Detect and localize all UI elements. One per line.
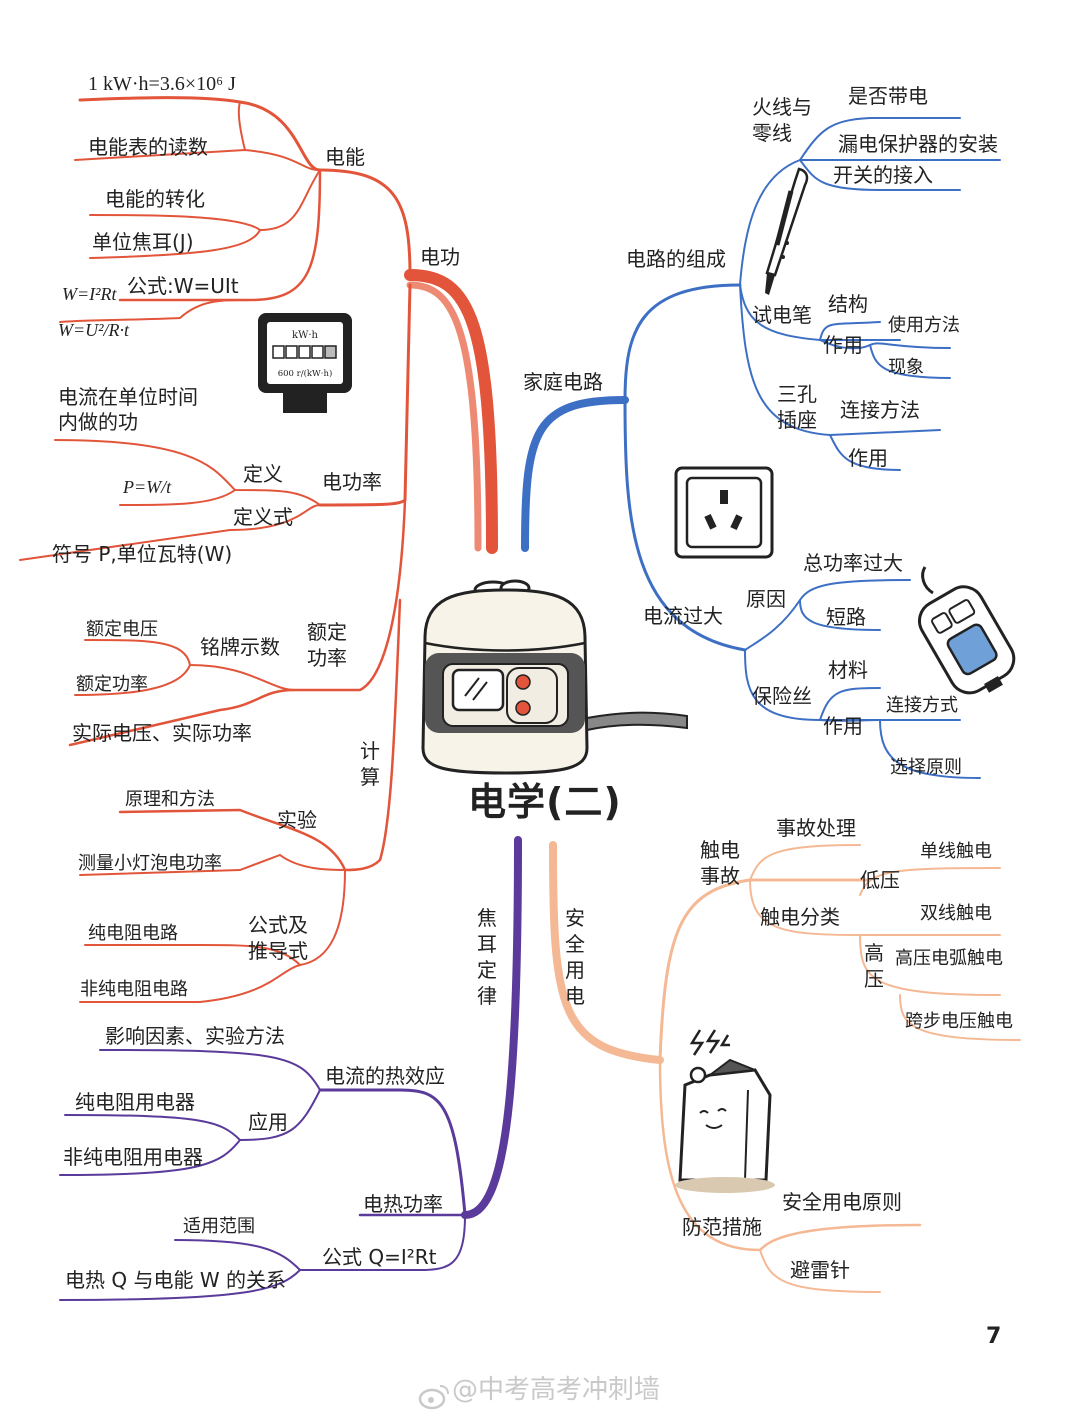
- leaf-power-desc-2: 内做的功: [58, 410, 138, 434]
- leaf-formula-p: P=W/t: [123, 477, 172, 497]
- node-definition: 定义: [243, 462, 283, 486]
- meter-top-label: kW·h: [292, 330, 319, 341]
- leaf-single-wire: 单线触电: [920, 841, 992, 862]
- leaf-formula-w-i2rt: W=I²Rt: [62, 284, 117, 304]
- node-rated-power-1: 额定: [307, 620, 347, 644]
- leaf-kwh: 1 kW·h=3.6×10⁶ J: [88, 73, 236, 95]
- page-number: 7: [986, 1324, 1002, 1349]
- node-electric-power: 电功率: [322, 470, 382, 494]
- house-lightning-icon: [675, 1029, 775, 1193]
- node-live-neutral-2: 零线: [752, 121, 792, 145]
- leaf-safety-principle: 安全用电原则: [782, 1190, 902, 1214]
- leaf-principle-method: 原理和方法: [125, 789, 215, 810]
- leaf-factors: 影响因素、实验方法: [105, 1024, 285, 1048]
- leaf-connection-method: 连接方法: [840, 398, 920, 422]
- page-title: 电学(二): [468, 780, 622, 824]
- node-rated-power-2: 功率: [307, 646, 347, 670]
- leaf-relation: 电热 Q 与电能 W 的关系: [65, 1268, 286, 1292]
- node-calculation: 计算: [360, 739, 380, 789]
- node-fuse-function: 作用: [823, 714, 863, 738]
- branch-household-circuit: 家庭电路: [523, 370, 603, 394]
- node-high-voltage: 高压: [864, 941, 884, 991]
- rice-cooker-icon: [421, 579, 688, 775]
- leaf-overload: 总功率过大: [803, 551, 903, 575]
- leaf-lightning-rod: 避雷针: [790, 1258, 850, 1282]
- leaf-formula-w: 公式:W=UIt: [127, 274, 239, 298]
- node-test-pen: 试电笔: [752, 303, 812, 327]
- branch-electric-work: 电功: [420, 245, 460, 269]
- leaf-switch: 开关的接入: [833, 163, 933, 187]
- node-fuse: 保险丝: [752, 684, 812, 708]
- leaf-step-voltage: 跨步电压触电: [905, 1011, 1013, 1032]
- node-overcurrent: 电流过大: [643, 604, 723, 628]
- node-nameplate: 铭牌示数: [200, 635, 280, 659]
- leaf-leakage-protector: 漏电保护器的安装: [838, 132, 998, 156]
- leaf-power-desc-1: 电流在单位时间: [58, 385, 198, 409]
- node-low-voltage: 低压: [860, 868, 900, 892]
- node-derivation-2: 推导式: [248, 939, 308, 963]
- leaf-usage: 使用方法: [888, 315, 960, 336]
- leaf-short-circuit: 短路: [826, 605, 866, 629]
- node-formula-q: 公式 Q=I²Rt: [322, 1245, 437, 1269]
- node-derivation-1: 公式及: [248, 913, 308, 937]
- leaf-structure: 结构: [828, 292, 868, 316]
- leaf-symbol-unit: 符号 P,单位瓦特(W): [52, 542, 233, 566]
- leaf-accident-handling: 事故处理: [776, 816, 856, 840]
- socket-icon: [674, 466, 774, 559]
- meter-bottom-label: 600 r/(kW·h): [278, 368, 333, 379]
- node-heat-power: 电热功率: [363, 1192, 443, 1216]
- power-strip-icon: [918, 566, 1016, 695]
- leaf-unit-joule: 单位焦耳(J): [92, 230, 194, 254]
- electric-meter-icon: kW·h 600 r/(kW·h): [258, 313, 352, 413]
- watermark: @中考高考冲刺墙: [452, 1375, 661, 1405]
- leaf-actual: 实际电压、实际功率: [72, 721, 252, 745]
- branch-joule-law: 焦耳定律: [477, 906, 497, 1008]
- leaf-material: 材料: [828, 658, 868, 682]
- node-prevention: 防范措施: [682, 1215, 762, 1239]
- leaf-connection-way: 连接方式: [886, 695, 958, 716]
- node-shock-classification: 触电分类: [760, 905, 840, 929]
- leaf-arc-shock: 高压电弧触电: [895, 948, 1003, 969]
- test-pen-icon: [765, 167, 809, 295]
- leaf-selection-principle: 选择原则: [890, 757, 962, 778]
- node-definition-formula: 定义式: [233, 505, 293, 529]
- leaf-rated-voltage: 额定电压: [86, 619, 158, 640]
- node-accident-2: 事故: [700, 864, 740, 888]
- leaf-energy-conversion: 电能的转化: [105, 187, 205, 211]
- branch-electrical-safety: 安全用电: [565, 906, 585, 1008]
- leaf-phenomenon: 现象: [888, 357, 924, 378]
- leaf-nonpure-appliance: 非纯电阻用电器: [63, 1145, 203, 1169]
- node-application: 应用: [248, 1110, 288, 1134]
- leaf-measure-bulb: 测量小灯泡电功率: [78, 853, 222, 874]
- leaf-nonpure-resistive: 非纯电阻电路: [80, 979, 188, 1000]
- leaf-rated-power: 额定功率: [76, 674, 148, 695]
- leaf-meter-reading: 电能表的读数: [88, 135, 208, 159]
- node-cause: 原因: [746, 587, 786, 611]
- node-circuit-composition: 电路的组成: [626, 247, 726, 271]
- weibo-icon: [418, 1385, 449, 1410]
- leaf-pure-appliance: 纯电阻用电器: [75, 1090, 195, 1114]
- leaf-is-charged: 是否带电: [848, 84, 928, 108]
- node-live-neutral-1: 火线与: [752, 95, 812, 119]
- node-experiment: 实验: [277, 808, 317, 832]
- node-three-hole-1: 三孔: [777, 382, 817, 406]
- leaf-double-wire: 双线触电: [920, 903, 992, 924]
- leaf-pure-resistive: 纯电阻电路: [88, 923, 178, 944]
- node-pen-function: 作用: [823, 333, 863, 357]
- leaf-scope: 适用范围: [183, 1216, 255, 1237]
- leaf-socket-function: 作用: [848, 446, 888, 470]
- node-electric-energy: 电能: [325, 145, 365, 169]
- node-accident-1: 触电: [700, 838, 740, 862]
- node-heat-effect: 电流的热效应: [325, 1064, 445, 1088]
- node-three-hole-2: 插座: [777, 408, 817, 432]
- leaf-formula-w-u2r: W=U²/R·t: [58, 320, 130, 340]
